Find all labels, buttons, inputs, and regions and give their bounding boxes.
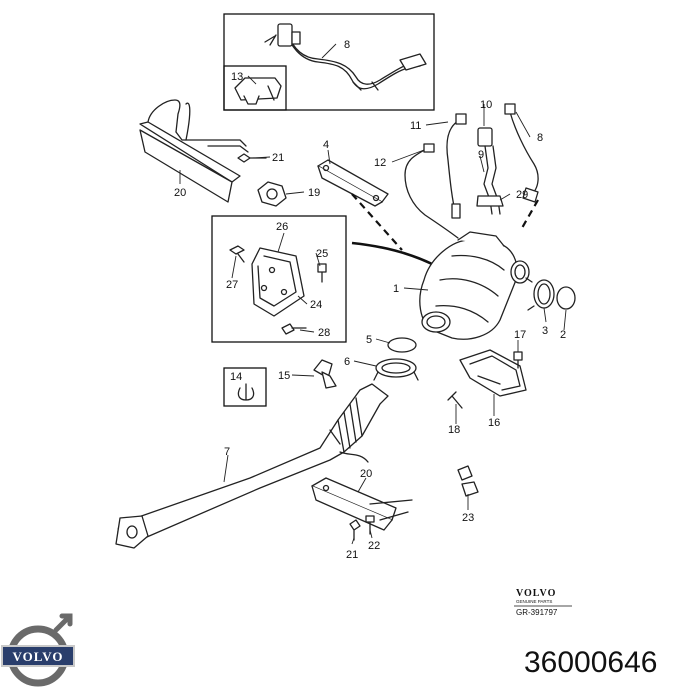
leader-lines bbox=[179, 43, 567, 545]
callout-labels: 8 13 11 10 8 9 12 4 21 19 20 29 26 25 27… bbox=[174, 39, 566, 561]
curve-link-mount-box bbox=[351, 241, 441, 270]
brand-stamp: VOLVO GENUINE PARTS GR-391797 bbox=[514, 588, 572, 617]
callout-8: 8 bbox=[537, 132, 543, 144]
inset-box-mounting bbox=[211, 215, 347, 343]
bolt-28 bbox=[281, 323, 307, 335]
oxygen-sensor-11 bbox=[446, 113, 467, 219]
rubber-hanger-15 bbox=[313, 359, 337, 389]
callout-7: 7 bbox=[224, 446, 230, 458]
gasket-2 bbox=[556, 286, 576, 310]
oxygen-sensor-12 bbox=[404, 143, 459, 239]
callout-27: 27 bbox=[226, 279, 238, 291]
callout-20-upper: 20 bbox=[174, 187, 186, 199]
callout-28: 28 bbox=[318, 327, 330, 339]
catalytic-converter bbox=[419, 231, 530, 340]
callout-16: 16 bbox=[488, 417, 500, 429]
callout-12-mid: 12 bbox=[374, 157, 386, 169]
callout-17: 17 bbox=[514, 329, 526, 341]
bolt-18 bbox=[447, 391, 463, 409]
callout-4: 4 bbox=[323, 139, 329, 151]
clamp-6 bbox=[373, 358, 419, 381]
hanger-bracket bbox=[317, 159, 389, 207]
callout-10: 10 bbox=[480, 99, 492, 111]
brand-name: VOLVO bbox=[516, 588, 556, 599]
bolt-17 bbox=[513, 351, 523, 369]
callout-9: 9 bbox=[478, 149, 484, 161]
bolt-25 bbox=[317, 263, 327, 283]
callout-3: 3 bbox=[542, 325, 548, 337]
bolt-27 bbox=[229, 245, 245, 263]
inset-box-hanger bbox=[223, 367, 267, 407]
callout-26: 26 bbox=[276, 221, 288, 233]
callout-21-upper: 21 bbox=[272, 152, 284, 164]
callout-18: 18 bbox=[448, 424, 460, 436]
inset-box-sensor bbox=[223, 13, 435, 111]
callout-12-top: 8 bbox=[344, 39, 350, 51]
callout-19: 19 bbox=[308, 187, 320, 199]
drawing-code: GR-391797 bbox=[516, 608, 558, 617]
hanger-14 bbox=[237, 383, 255, 401]
brand-subtitle: GENUINE PARTS bbox=[516, 599, 552, 604]
bracket-16 bbox=[459, 349, 527, 397]
dashed-link-hanger bbox=[351, 193, 403, 251]
inset-box-clip bbox=[223, 65, 287, 111]
callout-23: 23 bbox=[462, 512, 474, 524]
gasket-5 bbox=[387, 337, 417, 353]
callout-25: 25 bbox=[316, 248, 328, 260]
mounting-plate bbox=[251, 247, 305, 317]
front-pipe bbox=[115, 383, 389, 549]
part-number: 36000646 bbox=[524, 646, 657, 679]
dashed-link-right bbox=[521, 199, 539, 229]
callout-15: 15 bbox=[278, 370, 290, 382]
oxygen-sensor-8 bbox=[504, 103, 539, 203]
rear-bracket bbox=[139, 99, 249, 203]
sensor-10-9 bbox=[476, 127, 504, 215]
clip-23 bbox=[457, 465, 479, 497]
logo-text: VOLVO bbox=[13, 649, 64, 664]
callout-5: 5 bbox=[366, 334, 372, 346]
callout-13: 13 bbox=[231, 71, 243, 83]
rubber-mount bbox=[257, 181, 287, 207]
volvo-logo: VOLVO bbox=[1, 613, 75, 687]
callout-1: 1 bbox=[393, 283, 399, 295]
callout-22: 22 bbox=[368, 540, 380, 552]
callout-21-lower: 21 bbox=[346, 549, 358, 561]
harness-clip bbox=[234, 77, 282, 105]
callout-11: 11 bbox=[410, 120, 421, 132]
callout-6: 6 bbox=[344, 356, 350, 368]
sensor-harness bbox=[264, 23, 427, 91]
bolt-21-lower bbox=[349, 519, 361, 541]
clamp-3 bbox=[525, 277, 555, 311]
callout-14: 14 bbox=[230, 371, 242, 383]
callout-2: 2 bbox=[560, 329, 566, 341]
nut-22 bbox=[365, 515, 375, 535]
callout-24: 24 bbox=[310, 299, 322, 311]
callout-29: 29 bbox=[516, 189, 528, 201]
callout-20-lower: 20 bbox=[360, 468, 372, 480]
